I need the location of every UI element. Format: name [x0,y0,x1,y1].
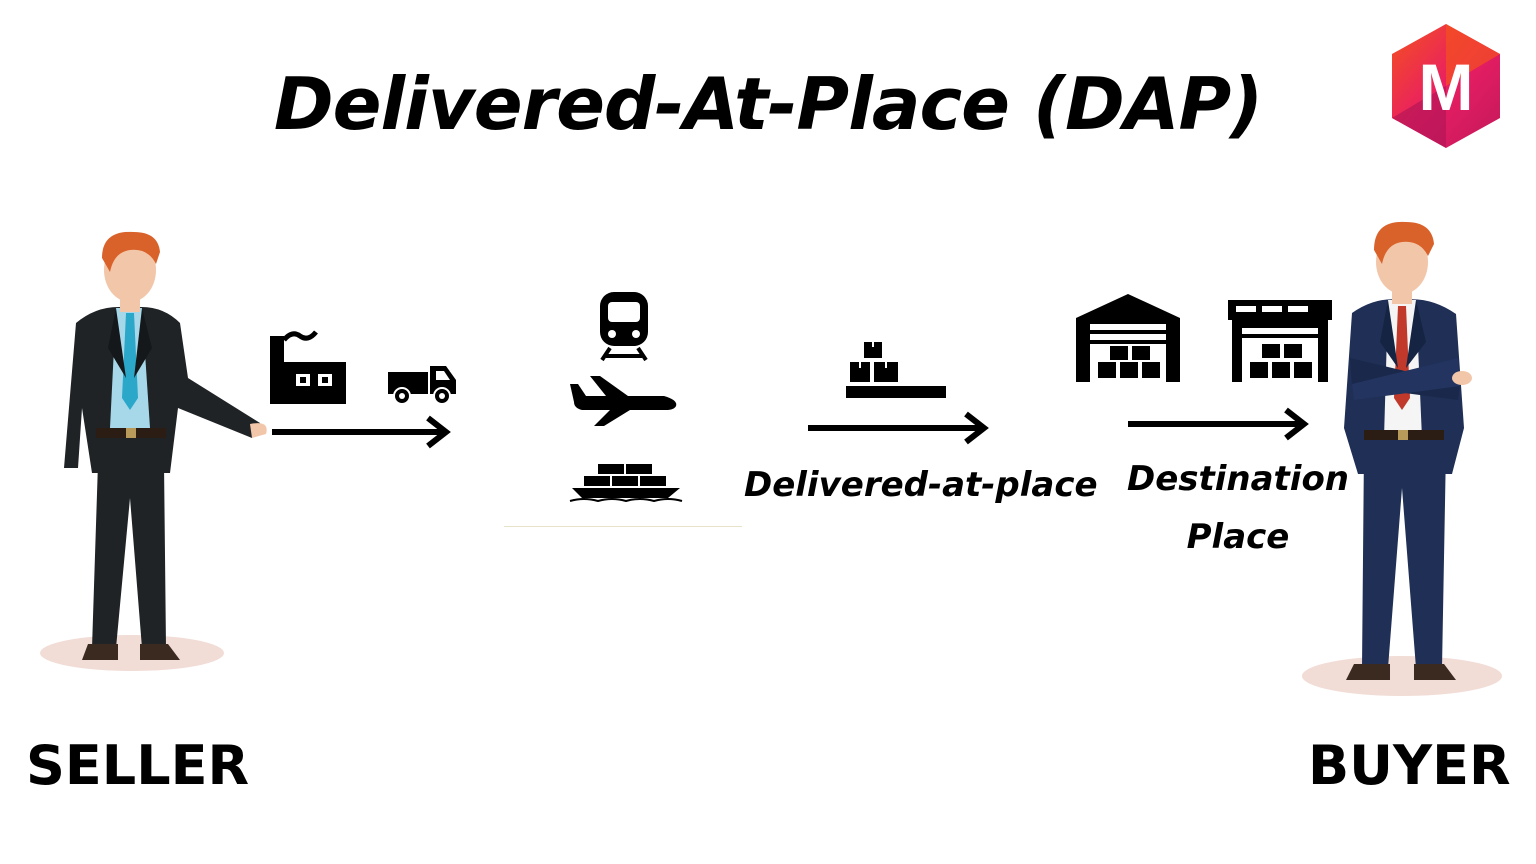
logo-letter: M [1419,50,1474,124]
step-label-destination-place: Destination Place [1118,450,1358,566]
step-label-destination-line2: Place [1186,517,1290,557]
warehouse-icon [1228,300,1332,382]
arrow-right-icon [272,415,451,449]
step-label-destination-line1: Destination [1126,459,1350,499]
page-title: Delivered-At-Place (DAP) [273,62,1263,146]
seller-label: SELLER [26,734,250,797]
buyer-figure [1302,221,1502,696]
step-label-delivered-at-place: Delivered-at-place [744,465,1098,505]
brand-logo: M [1392,24,1500,148]
arrow-right-icon [808,411,989,445]
boxes-pallet-icon [846,342,946,398]
warehouse-icon [1076,294,1180,382]
seller-figure [40,231,267,671]
arrow-right-icon [1128,407,1309,441]
buyer-label: BUYER [1308,734,1511,797]
cargo-ship-icon [569,464,683,503]
truck-icon [388,366,456,405]
divider-line [504,526,742,527]
airplane-icon [570,376,677,426]
train-icon [600,292,648,362]
factory-icon [270,330,346,404]
